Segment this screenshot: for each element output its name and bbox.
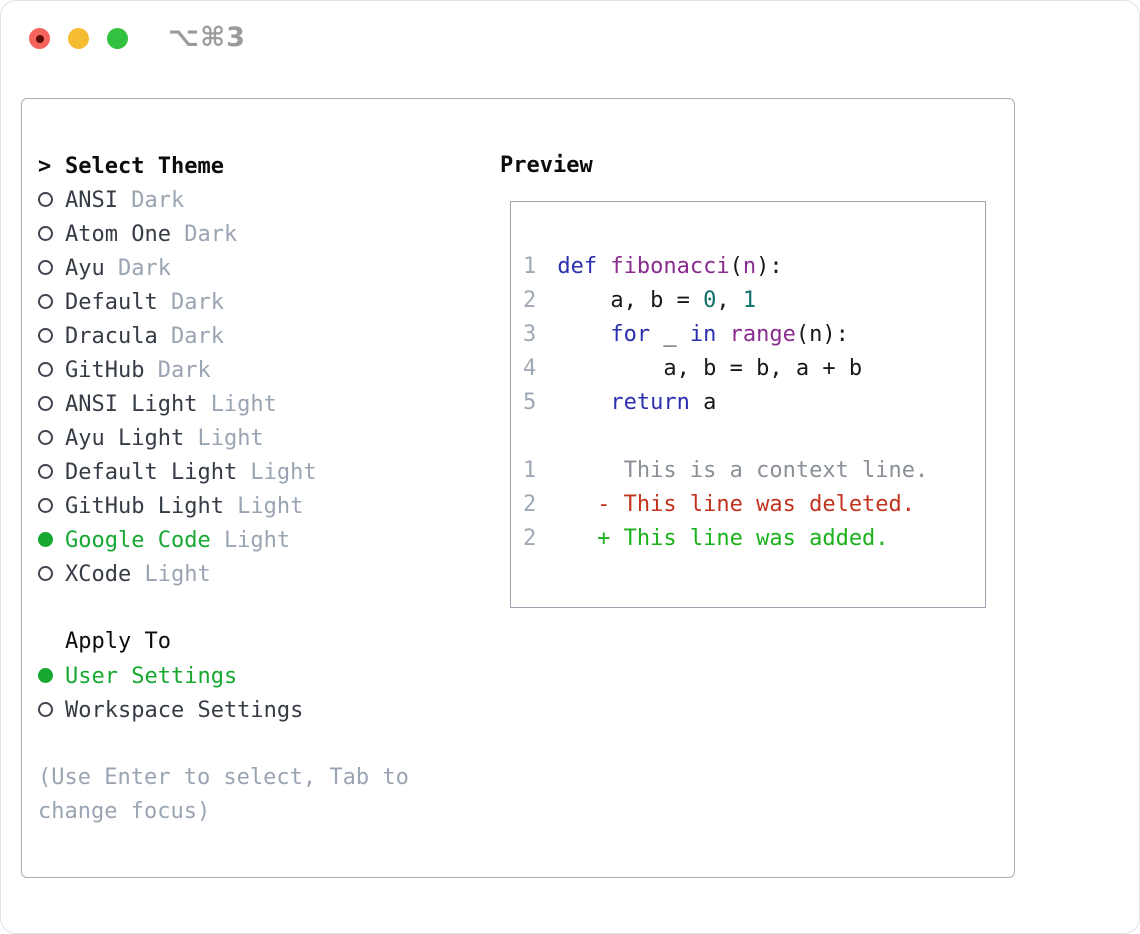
close-dot-icon xyxy=(35,34,44,43)
code-line: 2 a, b = 0, 1 xyxy=(523,284,973,318)
theme-variant: Dark xyxy=(170,289,224,315)
radio-icon xyxy=(38,259,53,275)
theme-variant: Light xyxy=(250,459,317,485)
radio-icon xyxy=(38,497,53,513)
window-title: ⌥⌘3 xyxy=(168,22,246,53)
theme-option[interactable]: ANSI Light Light xyxy=(38,387,500,421)
radio-icon xyxy=(38,429,53,445)
theme-name: Dracula xyxy=(65,323,158,349)
theme-option[interactable]: Dracula Dark xyxy=(38,319,500,353)
code-line xyxy=(523,420,973,454)
theme-option[interactable]: ANSI Dark xyxy=(38,183,500,217)
theme-name: ANSI xyxy=(65,187,118,213)
theme-option[interactable]: XCode Light xyxy=(38,557,500,591)
theme-variant: Light xyxy=(197,425,264,451)
line-number: 1 xyxy=(523,458,537,483)
theme-option[interactable]: Ayu Light Light xyxy=(38,421,500,455)
radio-icon xyxy=(38,361,53,377)
theme-option[interactable]: GitHub Dark xyxy=(38,353,500,387)
traffic-lights xyxy=(29,28,128,49)
line-number: 4 xyxy=(523,356,537,381)
line-number: 2 xyxy=(523,492,537,517)
theme-option[interactable]: Google Code Light xyxy=(38,523,500,557)
code-line: 4 a, b = b, a + b xyxy=(523,352,973,386)
theme-name: Default xyxy=(65,289,158,315)
prompt-caret-icon: > xyxy=(38,153,52,179)
theme-variant: Dark xyxy=(131,187,185,213)
line-number: 1 xyxy=(523,254,537,279)
apply-to-header: Apply To xyxy=(65,629,171,654)
theme-variant: Light xyxy=(144,561,211,587)
radio-icon xyxy=(38,463,53,479)
theme-variant: Light xyxy=(223,527,291,553)
theme-option[interactable]: Default Light Light xyxy=(38,455,500,489)
line-number: 3 xyxy=(523,322,537,347)
radio-icon xyxy=(38,327,53,343)
code-line: 5 return a xyxy=(523,386,973,420)
theme-variant: Dark xyxy=(184,221,238,247)
theme-name: GitHub Light xyxy=(65,493,224,519)
code-line: 3 for _ in range(n): xyxy=(523,318,973,352)
line-number: 2 xyxy=(523,288,537,313)
theme-variant: Dark xyxy=(157,357,211,383)
radio-icon xyxy=(38,293,53,309)
theme-option[interactable]: Default Dark xyxy=(38,285,500,319)
hint-text: (Use Enter to select, Tab to change focu… xyxy=(38,765,409,824)
apply-to-label: User Settings xyxy=(65,663,238,689)
select-theme-title: Select Theme xyxy=(65,153,224,179)
radio-icon xyxy=(38,395,53,411)
theme-name: Default Light xyxy=(65,459,238,485)
minimize-button[interactable] xyxy=(68,28,89,49)
theme-variant: Light xyxy=(210,391,277,417)
theme-name: Ayu Light xyxy=(65,425,185,451)
apply-to-label: Workspace Settings xyxy=(65,697,304,723)
line-number: 5 xyxy=(523,390,537,415)
theme-variant: Light xyxy=(237,493,304,519)
theme-option[interactable]: Ayu Dark xyxy=(38,251,500,285)
close-button[interactable] xyxy=(29,28,50,49)
radio-icon xyxy=(38,531,53,547)
theme-option[interactable]: Atom One Dark xyxy=(38,217,500,251)
apply-to-list: User Settings Workspace Settings xyxy=(38,659,500,727)
maximize-button[interactable] xyxy=(107,28,128,49)
apply-to-option[interactable]: User Settings xyxy=(38,659,500,693)
code-line: 2 + This line was added. xyxy=(523,522,973,556)
select-theme-header: > Select Theme xyxy=(38,149,500,183)
title-bar: ⌥⌘3 xyxy=(1,1,1139,98)
radio-icon xyxy=(38,667,53,683)
radio-icon xyxy=(38,191,53,207)
theme-option[interactable]: GitHub Light Light xyxy=(38,489,500,523)
radio-icon xyxy=(38,701,53,717)
line-number: 2 xyxy=(523,526,537,551)
apply-to-option[interactable]: Workspace Settings xyxy=(38,693,500,727)
theme-name: Google Code xyxy=(65,527,211,553)
theme-name: Ayu xyxy=(65,255,105,281)
preview-header: Preview xyxy=(500,153,593,178)
theme-name: XCode xyxy=(65,561,132,587)
theme-name: ANSI Light xyxy=(65,391,198,417)
radio-icon xyxy=(38,565,53,581)
theme-variant: Dark xyxy=(117,255,171,281)
radio-icon xyxy=(38,225,53,241)
theme-name: Atom One xyxy=(65,221,171,247)
code-line: 1 This is a context line. xyxy=(523,454,973,488)
theme-variant: Dark xyxy=(170,323,224,349)
theme-name: GitHub xyxy=(65,357,145,383)
code-line: 2 - This line was deleted. xyxy=(523,488,973,522)
